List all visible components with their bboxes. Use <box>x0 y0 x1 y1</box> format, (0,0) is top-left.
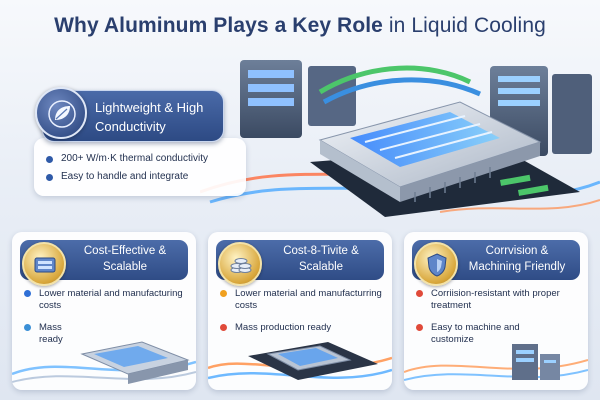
list-item: Easy to handle and integrate <box>46 168 208 186</box>
list-item: Mass ready <box>24 322 84 346</box>
bullet-dot <box>46 155 53 163</box>
cost-scalable-card: Cost-8-Tivite & Scalable Lower material … <box>208 232 392 390</box>
card-heading: Cost-Effective & Scalable <box>83 245 167 273</box>
bullet-dot <box>416 290 423 297</box>
shield-icon <box>414 242 458 286</box>
card-list: Corriision-resistant with proper treatme… <box>416 288 584 356</box>
list-item: Easy to machine and customize <box>416 322 556 346</box>
bullet-dot <box>24 290 31 297</box>
leaf-icon <box>35 87 87 139</box>
conductivity-header: Lightweight & High Conductivity <box>35 87 224 142</box>
coins-icon <box>218 242 262 286</box>
board-illustration <box>208 342 392 380</box>
bullet-dot <box>46 173 53 181</box>
bullet-dot <box>416 324 423 331</box>
conductivity-list: 200+ W/m·K thermal conductivity Easy to … <box>46 150 208 186</box>
bullet-dot <box>24 324 31 331</box>
title-suffix: in Liquid Cooling <box>382 14 546 37</box>
conductivity-heading: Lightweight & High Conductivity <box>95 100 204 134</box>
card-header: Cost-Effective & Scalable <box>20 240 188 286</box>
list-item: 200+ W/m·K thermal conductivity <box>46 150 208 168</box>
cost-effective-card: Cost-Effective & Scalable Lower material… <box>12 232 196 390</box>
corrosion-card: Corrvision & Machining Friendly Corriisi… <box>404 232 588 390</box>
server-icon <box>22 242 66 286</box>
machine-illustration <box>404 344 588 381</box>
card-header: Corrvision & Machining Friendly <box>412 240 580 286</box>
list-item: Lower material and manufacturring costs <box>220 288 388 312</box>
list-item: Corriision-resistant with proper treatme… <box>416 288 584 312</box>
card-list: Lower material and manufacturring costs … <box>220 288 388 344</box>
bullet-dot <box>220 290 227 297</box>
page-title: Why Aluminum Plays a Key Role in Liquid … <box>0 14 600 38</box>
card-heading: Cost-8-Tivite & Scalable <box>283 245 359 273</box>
conductivity-panel: 200+ W/m·K thermal conductivity Easy to … <box>34 138 246 196</box>
card-heading: Corrvision & Machining Friendly <box>468 245 566 273</box>
card-list: Lower material and manufacturing costs M… <box>24 288 192 356</box>
cold-plate-illustration <box>200 52 600 227</box>
bullet-dot <box>220 324 227 331</box>
title-main: Why Aluminum Plays a Key Role <box>54 14 383 37</box>
card-header: Cost-8-Tivite & Scalable <box>216 240 384 286</box>
server-illustration <box>12 341 196 384</box>
list-item: Mass production ready <box>220 322 340 334</box>
list-item: Lower material and manufacturing costs <box>24 288 192 312</box>
